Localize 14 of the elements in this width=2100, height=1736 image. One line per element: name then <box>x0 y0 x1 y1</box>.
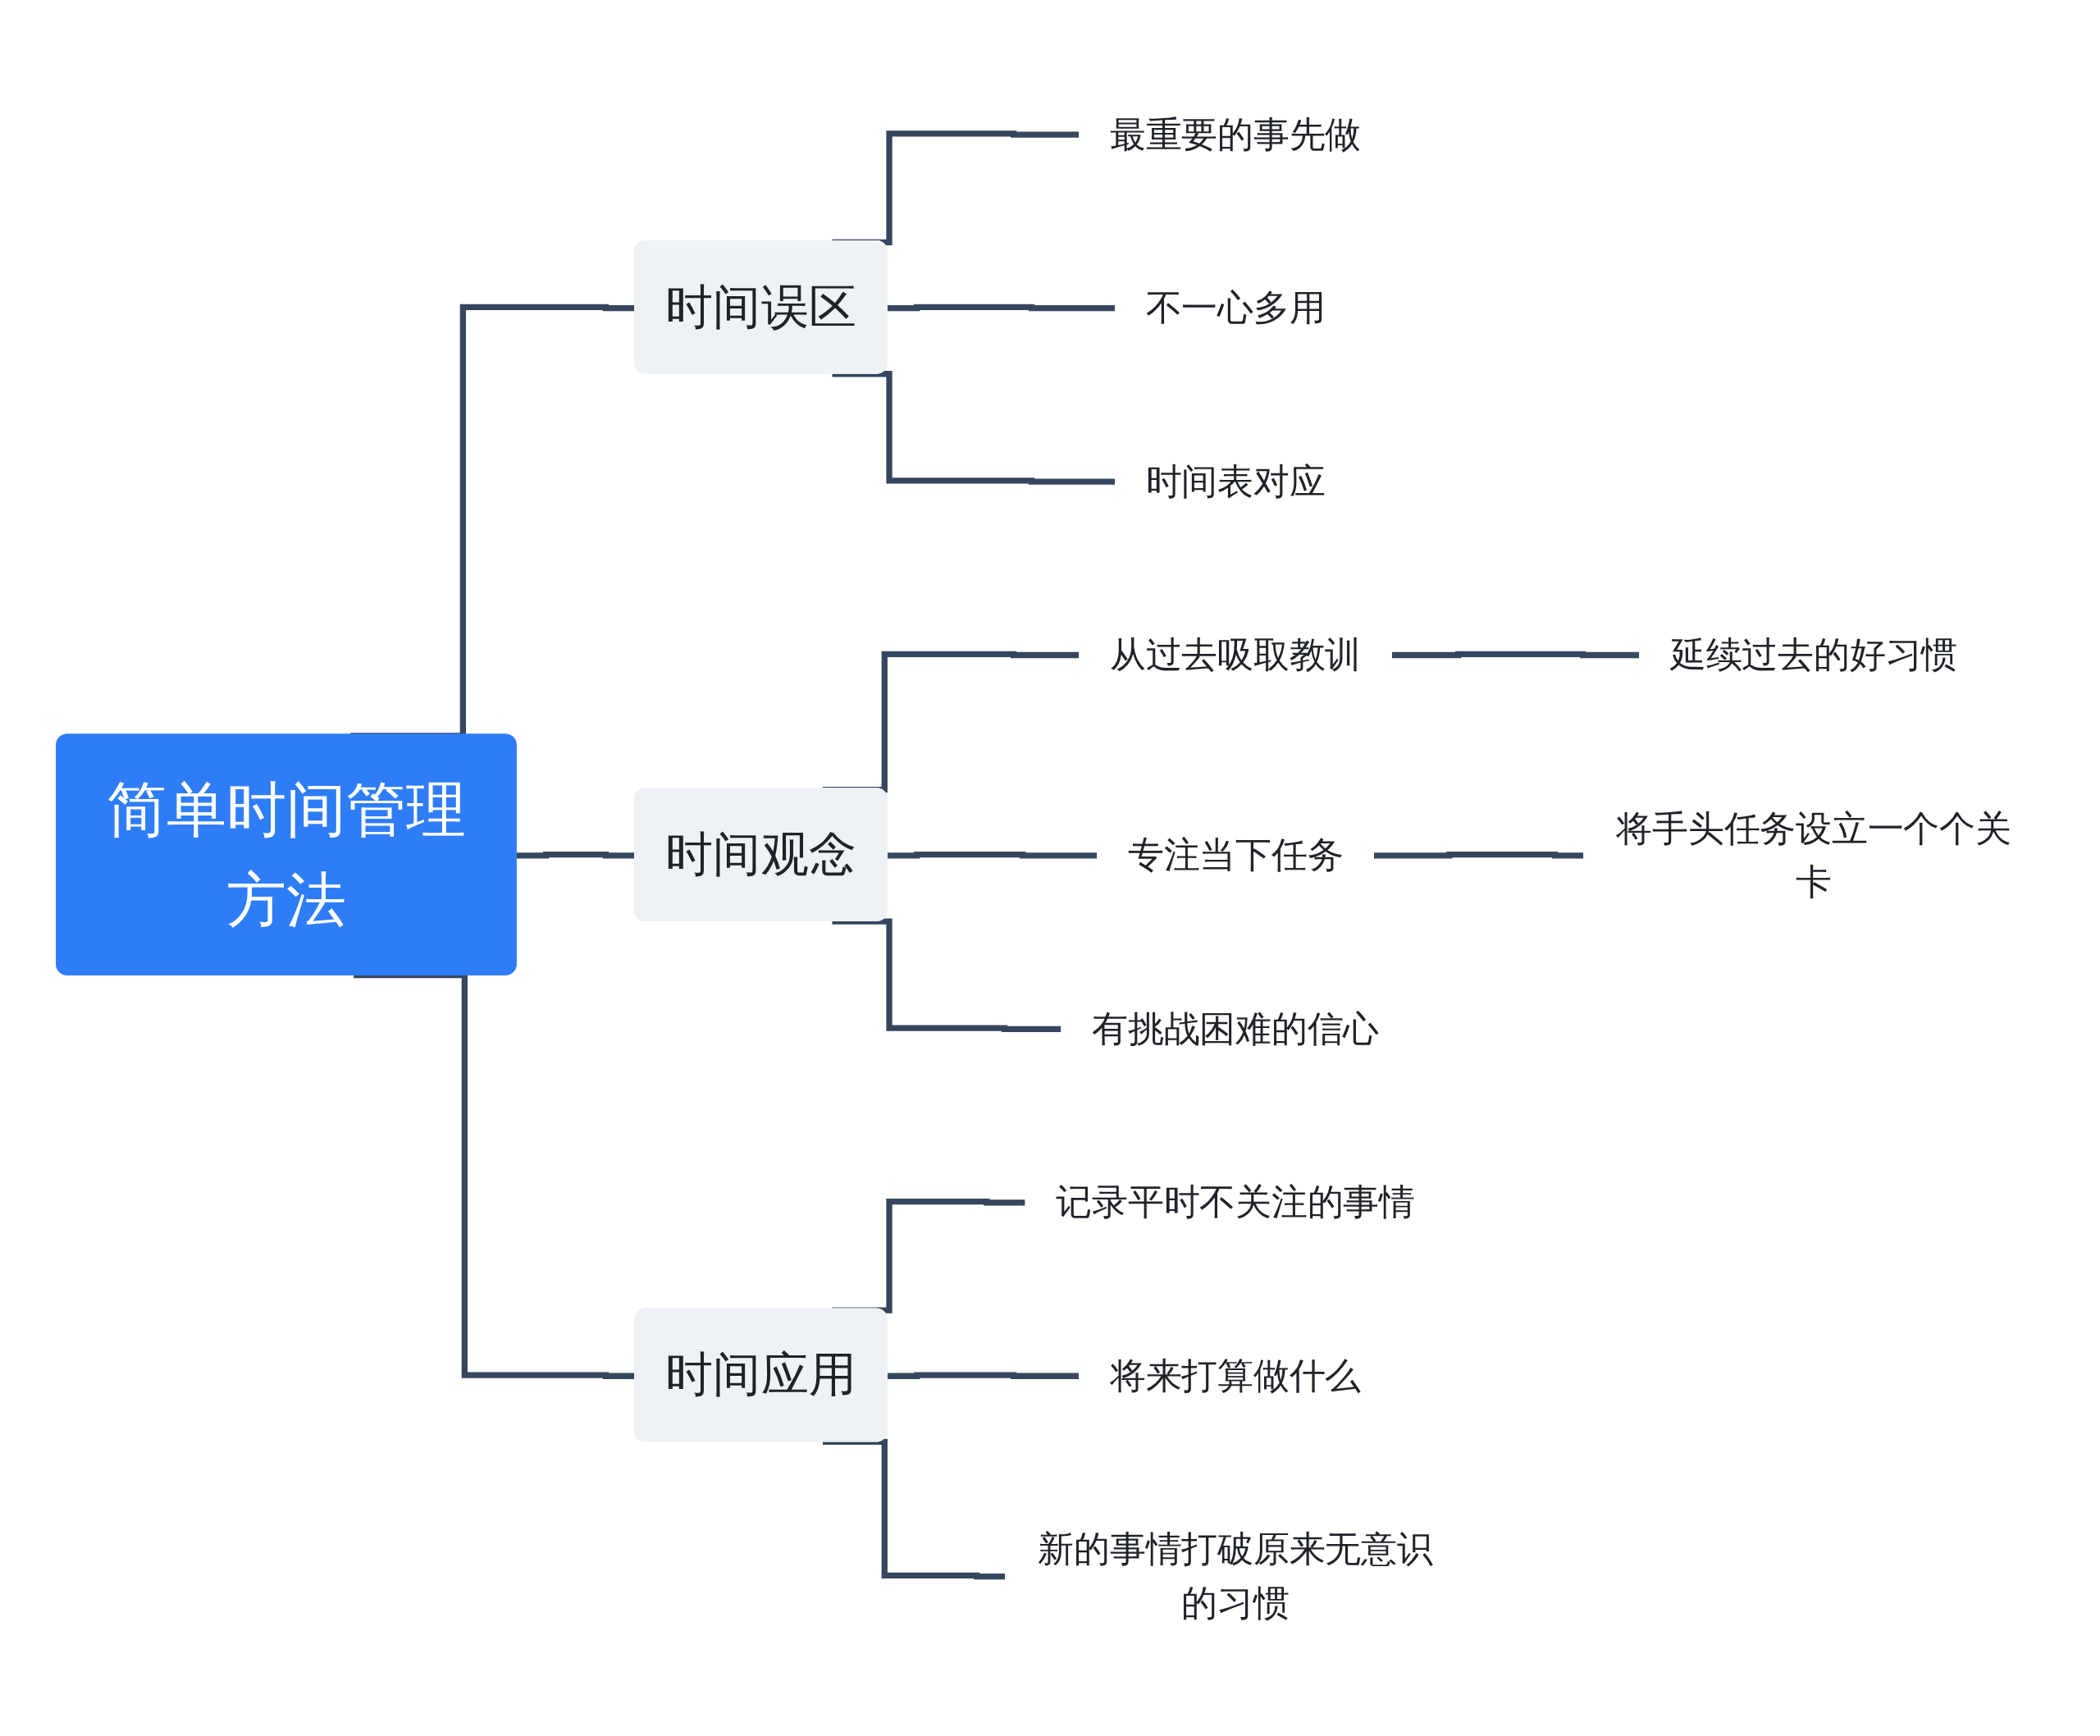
connector <box>1391 651 1641 659</box>
node-text: 延续过去的好习惯 <box>1669 633 1958 675</box>
node-text: 新的事情打破原来无意识的习惯 <box>1038 1528 1433 1624</box>
connector <box>832 918 1063 1032</box>
node-text: 将手头任务设立一个个关卡 <box>1616 806 2011 902</box>
node-text: 从过去吸取教训 <box>1109 633 1362 675</box>
node-text: 不一心多用 <box>1145 286 1326 328</box>
node-text: 有挑战困难的信心 <box>1092 1007 1380 1049</box>
node-text: 将来打算做什么 <box>1109 1354 1362 1396</box>
connector <box>823 1438 1007 1580</box>
node-text: 记录平时不关注的事情 <box>1056 1181 1415 1223</box>
node-text: 最重要的事先做 <box>1109 112 1362 155</box>
node-text: 时间表对应 <box>1145 459 1326 502</box>
node-text: 专注当下任务 <box>1127 834 1344 876</box>
